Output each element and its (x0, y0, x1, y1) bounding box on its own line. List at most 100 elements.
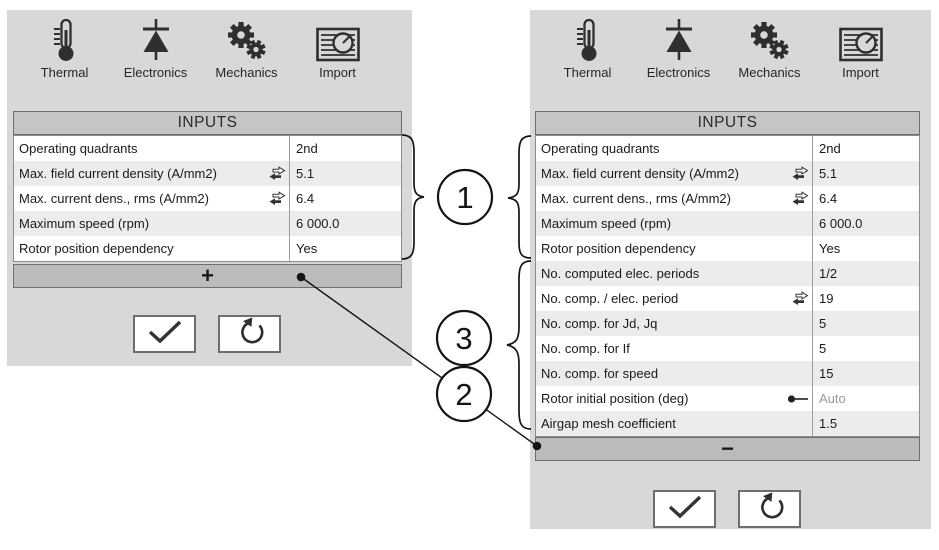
table-row: No. comp. for If 5 (536, 336, 919, 361)
row-value[interactable]: 5 (812, 311, 919, 336)
inputs-header: INPUTS (535, 111, 920, 135)
ok-button[interactable] (133, 315, 196, 353)
toolbar-item-mechanics[interactable]: Mechanics (201, 16, 292, 80)
row-label: Operating quadrants (541, 141, 660, 156)
gears-icon (226, 16, 268, 62)
row-label: No. comp. for Jd, Jq (541, 316, 658, 331)
undo-icon (234, 316, 266, 353)
row-value[interactable]: Yes (289, 236, 401, 261)
row-label: Max. field current density (A/mm2) (541, 166, 739, 181)
row-value[interactable]: 19 (812, 286, 919, 311)
swap-arrows-icon (791, 291, 809, 306)
table-row: Max. field current density (A/mm2) 5.1 (536, 161, 919, 186)
row-label: Max. current dens., rms (A/mm2) (19, 191, 209, 206)
inputs-table: Operating quadrants 2nd Max. field curre… (13, 135, 402, 262)
row-value[interactable]: 2nd (289, 136, 401, 161)
toolbar-item-electronics[interactable]: Electronics (633, 16, 724, 80)
table-row: Max. current dens., rms (A/mm2) 6.4 (536, 186, 919, 211)
callout-number-1: 1 (456, 180, 473, 215)
toolbar-item-import[interactable]: Import (292, 16, 383, 80)
toolbar-item-label: Electronics (646, 65, 711, 80)
row-value[interactable]: 5 (812, 336, 919, 361)
table-row: No. comp. for Jd, Jq 5 (536, 311, 919, 336)
row-label: No. comp. for speed (541, 366, 659, 381)
row-value[interactable]: 6 000.0 (812, 211, 919, 236)
row-value[interactable]: 15 (812, 361, 919, 386)
toolbar-item-label: Import (319, 65, 356, 80)
brace-right-table-bottom (506, 260, 532, 430)
row-value[interactable]: Auto (812, 386, 919, 411)
row-value[interactable]: 6 000.0 (289, 211, 401, 236)
thermometer-icon (53, 16, 77, 62)
swap-arrows-icon (791, 166, 809, 181)
table-row: Maximum speed (rpm) 6 000.0 (536, 211, 919, 236)
expand-more-bar[interactable]: + (13, 264, 402, 288)
reset-button[interactable] (738, 490, 801, 528)
row-label: Rotor position dependency (541, 241, 696, 256)
row-value[interactable]: Yes (812, 236, 919, 261)
row-label: Maximum speed (rpm) (19, 216, 150, 231)
toolbar-item-label: Mechanics (738, 65, 801, 80)
row-label: Rotor position dependency (19, 241, 174, 256)
table-row: No. computed elec. periods 1/2 (536, 261, 919, 286)
inputs-panel-expanded: Thermal Electronics (530, 10, 931, 529)
callout-number-2: 2 (455, 377, 472, 412)
row-value[interactable]: 6.4 (812, 186, 919, 211)
callout-circle-3 (435, 309, 493, 367)
toolbar-item-thermal[interactable]: Thermal (19, 16, 110, 80)
row-label: No. comp. for If (541, 341, 630, 356)
toolbar: Thermal Electronics (19, 16, 383, 80)
table-row: Max. current dens., rms (A/mm2) 6.4 (14, 186, 401, 211)
toolbar-item-import[interactable]: Import (815, 16, 906, 80)
ok-button[interactable] (653, 490, 716, 528)
import-icon (838, 16, 883, 62)
table-row: Operating quadrants 2nd (14, 136, 401, 161)
row-label: No. computed elec. periods (541, 266, 700, 281)
undo-icon (754, 491, 786, 528)
import-icon (315, 16, 360, 62)
table-row: No. comp. / elec. period 19 (536, 286, 919, 311)
row-label: No. comp. / elec. period (541, 291, 679, 306)
diode-icon (138, 16, 174, 62)
row-label: Airgap mesh coefficient (541, 416, 676, 431)
toolbar-item-electronics[interactable]: Electronics (110, 16, 201, 80)
inputs-table: Operating quadrants 2nd Max. field curre… (535, 135, 920, 437)
table-row: No. comp. for speed 15 (536, 361, 919, 386)
table-row: Maximum speed (rpm) 6 000.0 (14, 211, 401, 236)
inputs-panel-collapsed: Thermal Electronics (7, 10, 412, 366)
toolbar-item-label: Thermal (40, 65, 89, 80)
row-value[interactable]: 6.4 (289, 186, 401, 211)
row-value[interactable]: 5.1 (289, 161, 401, 186)
row-value[interactable]: 2nd (812, 136, 919, 161)
diode-icon (661, 16, 697, 62)
toolbar: Thermal Electronics (542, 16, 906, 80)
row-label: Max. field current density (A/mm2) (19, 166, 217, 181)
swap-arrows-icon (791, 191, 809, 206)
row-label: Max. current dens., rms (A/mm2) (541, 191, 731, 206)
callout-circle-2 (435, 365, 493, 423)
swap-arrows-icon (268, 166, 286, 181)
row-value[interactable]: 1/2 (812, 261, 919, 286)
toolbar-item-label: Mechanics (215, 65, 278, 80)
reset-button[interactable] (218, 315, 281, 353)
toolbar-item-label: Electronics (123, 65, 188, 80)
collapse-bar[interactable]: − (535, 437, 920, 461)
callout-circle-1 (436, 168, 494, 226)
table-row: Max. field current density (A/mm2) 5.1 (14, 161, 401, 186)
brace-right-table-top (507, 135, 532, 259)
row-label: Operating quadrants (19, 141, 138, 156)
row-value[interactable]: 1.5 (812, 411, 919, 436)
check-icon (665, 494, 705, 525)
table-row: Rotor position dependency Yes (14, 236, 401, 261)
thermometer-icon (576, 16, 600, 62)
gears-icon (749, 16, 791, 62)
table-row: Rotor initial position (deg) Auto (536, 386, 919, 411)
table-row: Operating quadrants 2nd (536, 136, 919, 161)
toolbar-item-mechanics[interactable]: Mechanics (724, 16, 815, 80)
inputs-header: INPUTS (13, 111, 402, 135)
toolbar-item-thermal[interactable]: Thermal (542, 16, 633, 80)
toolbar-item-label: Thermal (563, 65, 612, 80)
row-label: Maximum speed (rpm) (541, 216, 672, 231)
swap-arrows-icon (268, 191, 286, 206)
row-value[interactable]: 5.1 (812, 161, 919, 186)
